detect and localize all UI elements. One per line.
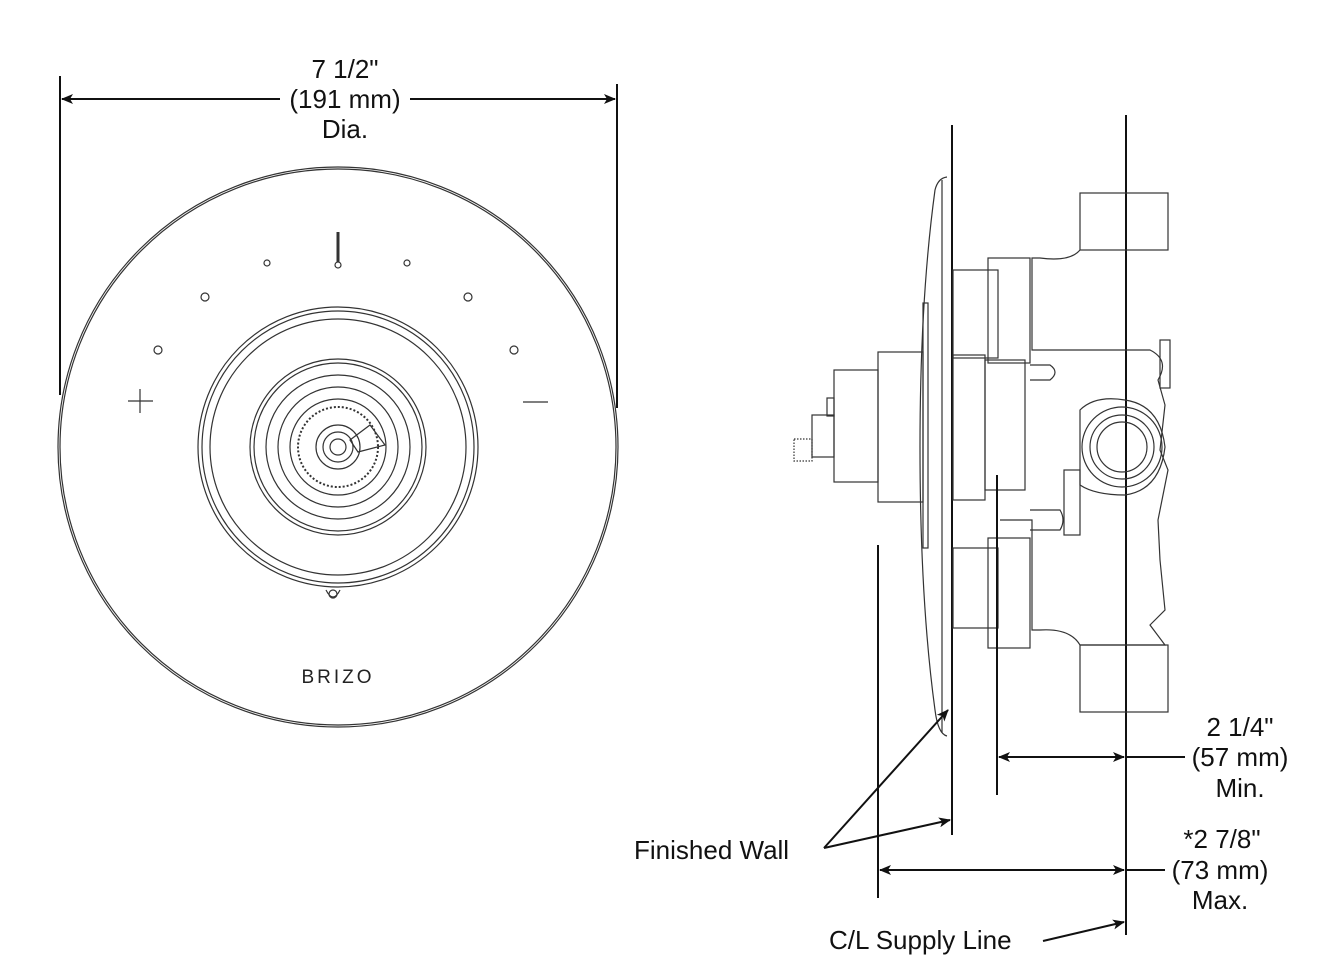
min-depth-metric: (57 mm) [1192,742,1289,772]
escutcheon-profile [919,176,948,737]
max-depth-metric: (73 mm) [1172,855,1269,885]
finished-wall-arrow-wall [823,817,951,849]
supply-line-arrow [1042,919,1125,942]
plus-icon [128,389,153,413]
min-depth-imperial: 2 1/4" [1206,712,1273,742]
handle-release-knob [325,589,341,599]
cartridge-side [793,351,1026,503]
diameter-imperial: 7 1/2" [311,54,378,84]
min-label: Min. [1215,773,1264,803]
finished-wall-label: Finished Wall [634,835,789,865]
handle-base-ring [197,306,479,588]
valve-body [952,192,1171,713]
diameter-metric: (191 mm) [289,84,400,114]
finished-wall-arrow-escutcheon [823,709,949,849]
side-view: 2 1/4" (57 mm) Min. *2 7/8" (73 mm) Max.… [634,115,1288,955]
max-label: Max. [1192,885,1248,915]
diameter-suffix: Dia. [322,114,368,144]
brand-logo: BRIZO [301,667,374,688]
supply-line-label: C/L Supply Line [829,925,1012,955]
max-depth-imperial: *2 7/8" [1183,824,1260,854]
escutcheon-outline [57,166,619,728]
cartridge-front [249,358,427,536]
temperature-markers [153,232,519,355]
front-view: 7 1/2" (191 mm) Dia. [57,54,619,728]
